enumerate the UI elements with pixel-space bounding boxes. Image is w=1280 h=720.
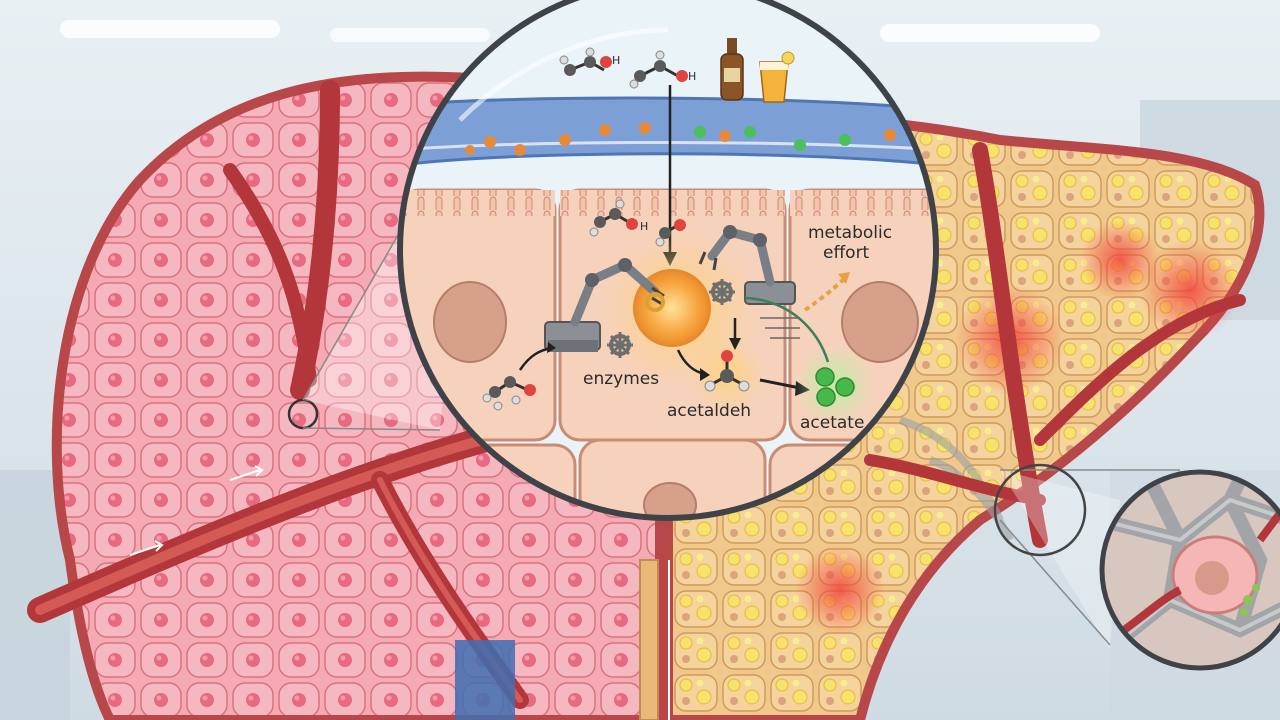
label-acetaldehyde: acetaldeh bbox=[667, 401, 751, 421]
small-zoom-cone bbox=[1000, 470, 1120, 650]
nucleus bbox=[841, 281, 919, 363]
label-acetate: acetate bbox=[800, 413, 864, 433]
label-enzymes: enzymes bbox=[583, 369, 659, 389]
label-effort: effort bbox=[823, 243, 870, 263]
svg-text:H: H bbox=[688, 70, 696, 83]
nucleus bbox=[433, 281, 507, 363]
robot-arm-icon bbox=[544, 258, 665, 352]
magnifier-lens bbox=[397, 0, 939, 521]
label-metabolic: metabolic bbox=[808, 223, 892, 243]
beer-bottle-icon bbox=[720, 38, 744, 101]
acetate-molecule-icon bbox=[815, 367, 855, 407]
beer-glass-icon bbox=[759, 51, 795, 103]
svg-text:H: H bbox=[640, 220, 648, 233]
ethanol-molecule-icon bbox=[482, 376, 536, 411]
ethanol-molecule-icon bbox=[559, 47, 688, 89]
acetaldehyde-molecule-icon bbox=[655, 219, 686, 247]
ethanol-molecule-icon bbox=[589, 199, 638, 237]
blood-molecules bbox=[465, 122, 896, 156]
svg-text:H: H bbox=[612, 54, 620, 67]
magnifier-lens-small bbox=[1099, 469, 1280, 671]
acetaldehyde-molecule-icon bbox=[704, 350, 750, 392]
fibrosis-detail-view bbox=[1102, 472, 1280, 668]
